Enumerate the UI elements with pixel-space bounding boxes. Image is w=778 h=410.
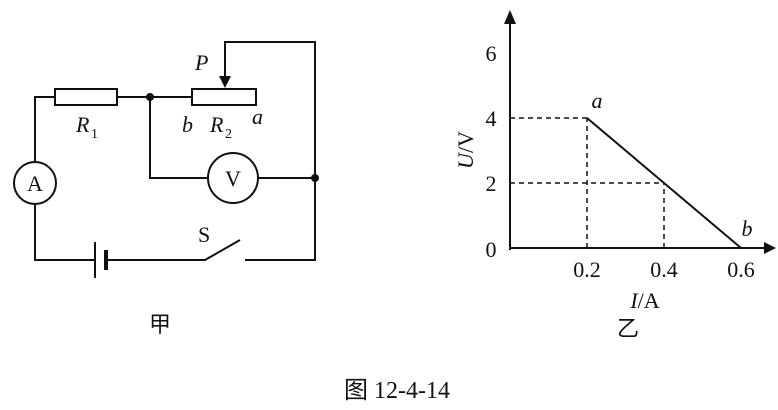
switch-label: S: [198, 222, 210, 247]
y-axis-title: U/V: [453, 131, 478, 169]
rheostat-r2: [191, 88, 257, 106]
resistor-r1: [54, 88, 118, 106]
x-axis-unit: /A: [638, 288, 660, 313]
graph-marks: [510, 117, 742, 249]
rheostat-end-a: a: [252, 104, 263, 129]
x-tick-label: 0.6: [727, 257, 755, 282]
ammeter: [13, 161, 57, 205]
point-a-label: a: [592, 88, 603, 113]
y-tick-label: 4: [486, 106, 497, 131]
wire-right: [245, 178, 316, 261]
figure-caption: 图 12-4-14: [344, 378, 450, 404]
r1-subscript: 1: [91, 127, 98, 142]
origin-label: 0: [486, 237, 497, 262]
slider-label: P: [194, 50, 208, 75]
point-b-label: b: [742, 216, 753, 241]
y-axis-var: U: [453, 151, 478, 169]
circuit-caption: 甲: [149, 312, 171, 337]
switch-s: [113, 239, 241, 261]
y-axis-unit: /V: [453, 131, 478, 153]
r2-label: R: [209, 112, 224, 137]
wire-left: [34, 96, 95, 261]
slider-arrow-icon: [219, 76, 231, 88]
x-axis-title: I/A: [629, 288, 659, 313]
r2-subscript: 2: [225, 127, 232, 142]
x-tick-label: 0.4: [650, 257, 678, 282]
ammeter-label: A: [27, 171, 43, 196]
x-axis-arrow-icon: [764, 242, 776, 254]
y-axis-arrow-icon: [504, 10, 516, 24]
graph-caption: 乙: [617, 316, 639, 341]
y-tick-label: 6: [486, 41, 497, 66]
wire-voltmeter-branch: [149, 97, 315, 179]
x-tick-label: 0.2: [573, 257, 601, 282]
y-tick-label: 2: [486, 171, 497, 196]
r1-label: R: [75, 112, 90, 137]
circuit-diagram: A V R 1 R 2 b a P S 甲: [13, 41, 319, 337]
voltmeter-label: V: [225, 166, 241, 191]
voltmeter: [207, 152, 259, 204]
slider-wire: [224, 41, 316, 178]
series-line-0: [586, 117, 742, 249]
u-i-graph: 0 2 4 6 0.2 0.4 0.6 a b U/V I/A 乙: [453, 10, 776, 341]
x-axis-var: I: [629, 288, 639, 313]
rheostat-end-b: b: [182, 112, 193, 137]
